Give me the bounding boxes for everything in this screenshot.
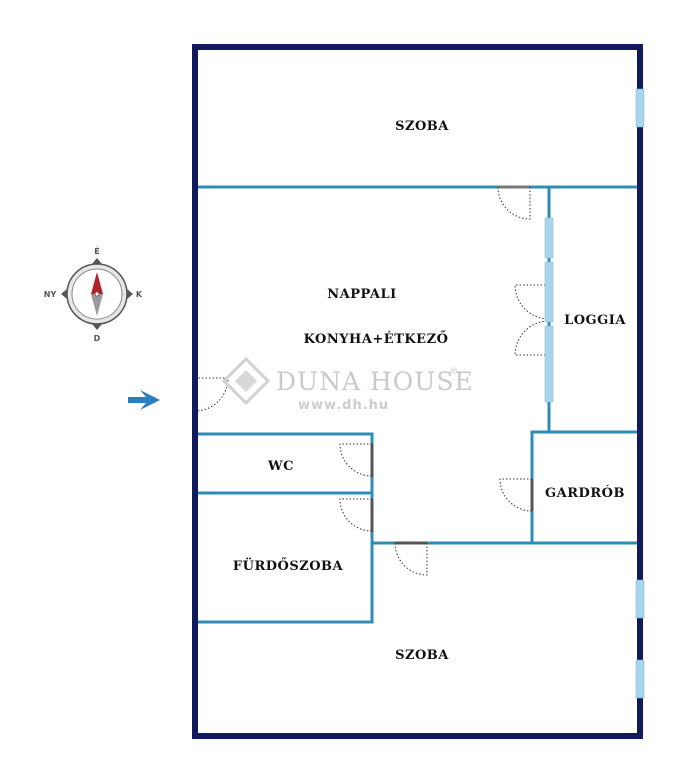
compass-south-label: D [94,334,101,343]
entrance-arrow-icon [128,390,160,410]
window-szoba-bottom-1 [635,579,645,619]
compass-north-label: É [94,245,99,256]
door-gardrob [499,478,534,512]
watermark-registered-mark: ® [449,367,458,377]
compass-icon [61,258,133,330]
watermark: DUNA HOUSE ® www.dh.hu [221,356,474,413]
door-entrance [193,377,229,412]
compass-east-label: K [136,290,143,299]
window-szoba-bottom-2 [635,659,645,699]
window-loggia-3 [544,325,554,403]
outer-wall [192,44,643,739]
room-label-konyha: KONYHA+ÉTKEZŐ [304,331,449,347]
watermark-brand: DUNA HOUSE [276,367,474,396]
duna-house-logo-icon [221,356,271,406]
room-label-loggia: LOGGIA [564,313,626,328]
window-loggia-2 [544,261,554,323]
door-loggia [514,284,550,356]
door-furdoszoba [339,498,374,532]
room-label-wc: WC [267,459,294,474]
door-wc [339,443,374,477]
room-label-gardrob: GARDRÓB [545,484,625,501]
doors [193,185,550,576]
window-szoba-top [635,88,645,128]
compass-west-label: NY [44,290,57,299]
room-label-szoba-top: SZOBA [395,119,449,134]
door-szoba-top [497,185,531,220]
windows [544,88,645,699]
interior-walls [193,185,642,624]
door-szoba-bottom [394,541,428,576]
window-loggia-1 [544,217,554,259]
room-label-nappali: NAPPALI [327,287,396,302]
watermark-url: www.dh.hu [298,398,389,413]
room-label-furdoszoba: FÜRDŐSZOBA [233,557,344,574]
room-label-szoba-bottom: SZOBA [395,648,449,663]
